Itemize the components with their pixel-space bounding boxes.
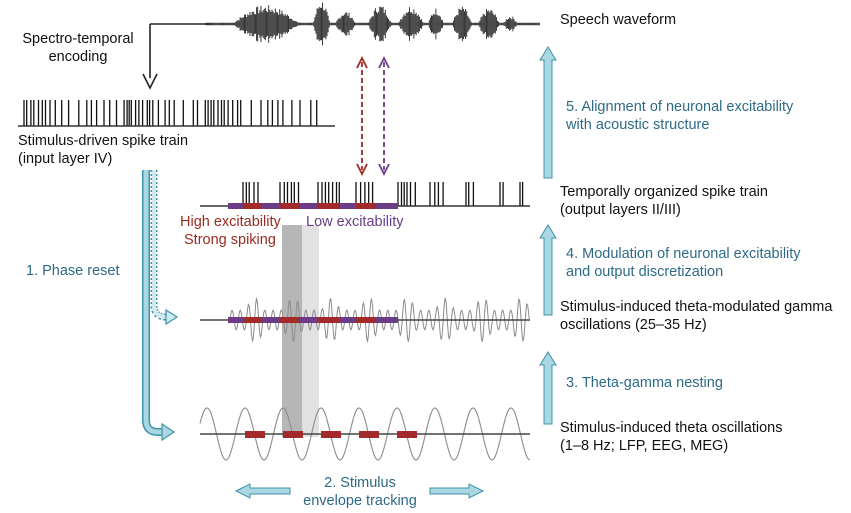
- output-train-line-1: Temporally organized spike train: [560, 184, 768, 200]
- output-high-excitability-bar: [318, 203, 340, 209]
- input-spike-train-label: Stimulus-driven spike train (input layer…: [18, 132, 188, 168]
- step-alignment: 5. Alignment of neuronal excitability wi…: [566, 98, 793, 134]
- output-high-excitability-bar: [243, 203, 262, 209]
- theta-line-2: (1–8 Hz; LFP, EEG, MEG): [560, 438, 729, 454]
- up-arrow-icon: [539, 46, 557, 425]
- left-right-arrow-icon: [234, 483, 485, 499]
- light-shade-band: [302, 225, 319, 437]
- step-phase-reset: 1. Phase reset: [26, 263, 120, 279]
- phase-reset-arrow-icon: [142, 170, 179, 442]
- down-arrow-icon: [142, 73, 158, 90]
- gamma-high-excitability-bar: [356, 317, 376, 323]
- envelope-line-1: 2. Stimulus: [324, 475, 396, 491]
- theta-excitability-bar: [359, 431, 379, 438]
- spectro-temporal-label: Spectro-temporal encoding: [14, 30, 142, 66]
- speech-waveform: [205, 2, 540, 46]
- theta-excitability-bar: [283, 431, 303, 438]
- high-excitability-line-1: High excitability: [180, 214, 281, 230]
- output-excitability-bars: [228, 203, 398, 209]
- gamma-high-excitability-bar: [243, 317, 262, 323]
- alignment-line-1: 5. Alignment of neuronal excitability: [566, 99, 794, 115]
- theta-excitability-bar: [397, 431, 417, 438]
- low-excitability-label: Low excitability: [306, 214, 404, 230]
- output-high-excitability-bar: [280, 203, 300, 209]
- output-train-line-2: (output layers II/III): [560, 202, 681, 218]
- strong-spiking-line-2: Strong spiking: [184, 232, 276, 248]
- input-train-line-2: (input layer IV): [18, 151, 113, 167]
- theta-oscillation-label: Stimulus-induced theta oscillations (1–8…: [560, 419, 782, 455]
- gamma-oscillation-trace: [229, 296, 530, 344]
- output-spike-train: [242, 182, 524, 206]
- step-theta-gamma-nesting: 3. Theta-gamma nesting: [566, 375, 723, 391]
- gamma-oscillation-label: Stimulus-induced theta-modulated gamma o…: [560, 298, 832, 334]
- modulation-line-1: 4. Modulation of neuronal excitability: [566, 246, 801, 262]
- theta-excitability-bar: [245, 431, 265, 438]
- double-arrow-icon: [356, 55, 390, 177]
- spectro-temporal-line-1: Spectro-temporal: [22, 31, 134, 47]
- spectro-temporal-line-2: encoding: [48, 49, 108, 65]
- gamma-excitability-bars: [228, 317, 398, 323]
- modulation-line-2: and output discretization: [566, 264, 724, 280]
- theta-excitability-bars: [245, 431, 417, 438]
- gamma-high-excitability-bar: [318, 317, 340, 323]
- input-train-line-1: Stimulus-driven spike train: [18, 133, 189, 149]
- alignment-line-2: with acoustic structure: [566, 117, 710, 133]
- gamma-line-1: Stimulus-induced theta-modulated gamma: [560, 299, 833, 315]
- input-spike-train: [23, 100, 318, 126]
- speech-waveform-label: Speech waveform: [560, 12, 677, 28]
- encoding-arrow-line: [149, 23, 210, 78]
- input-spike-marks: [23, 100, 318, 126]
- gamma-low-excitability-bar: [228, 317, 398, 323]
- output-high-excitability-bar: [356, 203, 376, 209]
- output-spike-train-label: Temporally organized spike train (output…: [560, 183, 768, 219]
- gamma-high-excitability-bar: [280, 317, 300, 323]
- envelope-line-2: envelope tracking: [303, 493, 417, 509]
- high-excitability-label: High excitability Strong spiking: [180, 213, 281, 249]
- theta-line-1: Stimulus-induced theta oscillations: [560, 420, 783, 436]
- output-low-excitability-bar: [228, 203, 398, 209]
- step-modulation: 4. Modulation of neuronal excitability a…: [566, 245, 801, 281]
- theta-excitability-bar: [321, 431, 341, 438]
- output-spike-marks: [242, 182, 524, 206]
- step-envelope-tracking: 2. Stimulus envelope tracking: [280, 474, 440, 510]
- gamma-line-2: oscillations (25–35 Hz): [560, 317, 707, 333]
